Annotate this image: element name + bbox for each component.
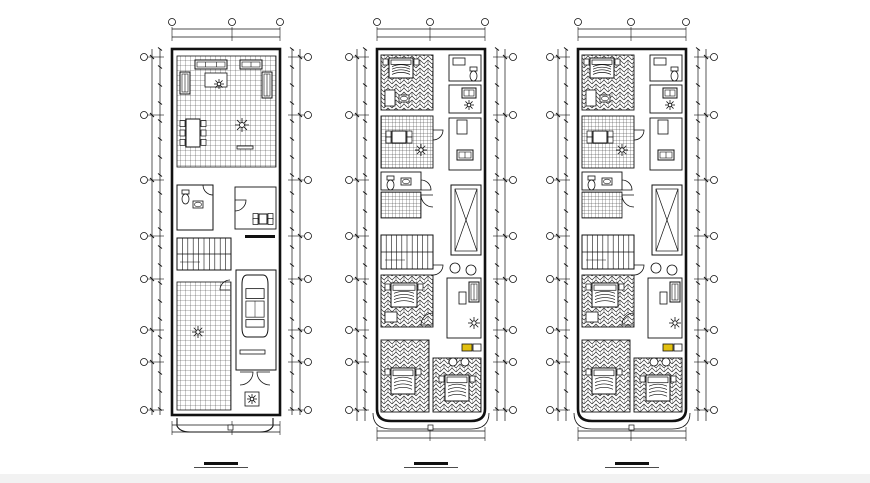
footer-strip <box>0 474 870 483</box>
door-swing <box>420 179 432 191</box>
door-swing <box>219 279 231 291</box>
table <box>592 130 608 144</box>
plan-first-floor <box>345 18 517 468</box>
front-garden <box>176 281 232 411</box>
passage <box>581 191 623 219</box>
plant <box>247 394 257 404</box>
plant <box>665 100 675 110</box>
bedroom-4 <box>432 357 482 413</box>
plant <box>235 118 249 132</box>
table <box>391 130 407 144</box>
plant <box>464 100 474 110</box>
door-swing <box>202 184 214 196</box>
coffee-table <box>204 72 228 88</box>
wardrobe <box>384 89 396 107</box>
door-swing <box>633 129 645 141</box>
door-swing <box>621 194 635 208</box>
toilet <box>587 175 596 181</box>
plant <box>415 144 427 156</box>
plant <box>214 79 224 89</box>
accent-chair <box>461 343 473 352</box>
door-swing <box>621 179 633 191</box>
outer-wall <box>375 47 487 423</box>
counter <box>236 145 254 150</box>
scale-bar <box>404 462 458 468</box>
plant <box>669 317 681 329</box>
plant <box>616 144 628 156</box>
door-swing <box>420 312 434 326</box>
plant <box>468 317 480 329</box>
door-swing <box>234 199 247 212</box>
door-swing <box>420 194 434 208</box>
toilet <box>469 66 478 72</box>
wardrobe <box>585 89 597 107</box>
passage <box>380 191 422 219</box>
toilet <box>386 175 395 181</box>
door-swing <box>432 129 444 141</box>
scale-bar <box>194 462 248 468</box>
door-swing <box>256 371 271 386</box>
car <box>241 274 269 338</box>
toilet <box>670 66 679 72</box>
outer-wall <box>170 47 282 417</box>
door-swing <box>633 264 645 276</box>
toilet <box>181 189 190 195</box>
plan-ground-floor <box>140 18 312 468</box>
outer-wall <box>576 47 688 423</box>
door-swing <box>432 264 444 276</box>
door-swing <box>239 371 254 386</box>
plant <box>192 326 204 338</box>
accent-chair <box>662 343 674 352</box>
scale-bar <box>605 462 659 468</box>
table <box>258 213 268 225</box>
table <box>185 118 201 148</box>
door-swing <box>621 312 635 326</box>
plan-second-floor <box>546 18 718 468</box>
